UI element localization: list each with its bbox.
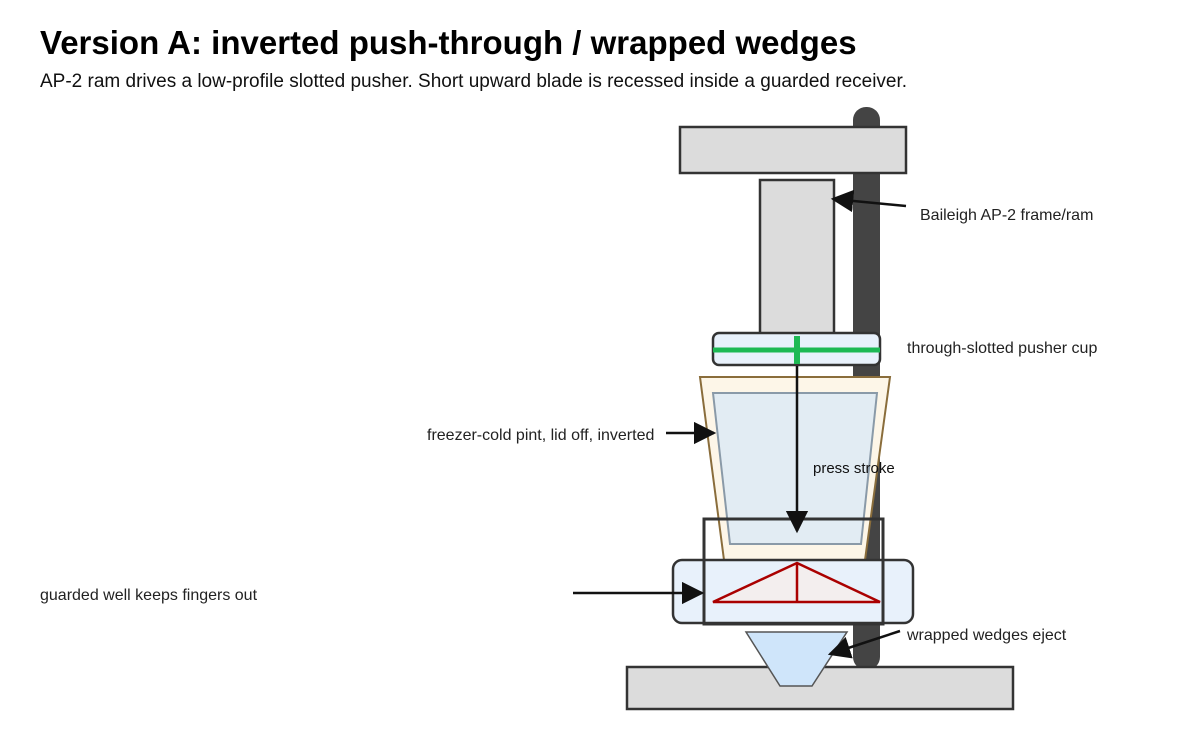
pint-label: freezer-cold pint, lid off, inverted (427, 427, 654, 444)
press-stroke-label: press stroke (813, 460, 895, 477)
eject-label: wrapped wedges eject (906, 627, 1067, 644)
top-crossbar (678, 125, 908, 175)
pint-contents (711, 392, 879, 545)
frame-callout-arrow (830, 189, 907, 213)
ram (758, 178, 836, 342)
page-title: Version A: inverted push-through / wrapp… (40, 24, 857, 61)
eject-callout-arrow (827, 629, 901, 659)
pusher-label: through-slotted pusher cup (907, 340, 1097, 357)
page-subtitle: AP-2 ram drives a low-profile slotted pu… (40, 71, 908, 92)
ejection-chute (744, 631, 849, 687)
guard-label: guarded well keeps fingers out (40, 587, 258, 604)
frame-label: Baileigh AP-2 frame/ram (920, 207, 1093, 224)
